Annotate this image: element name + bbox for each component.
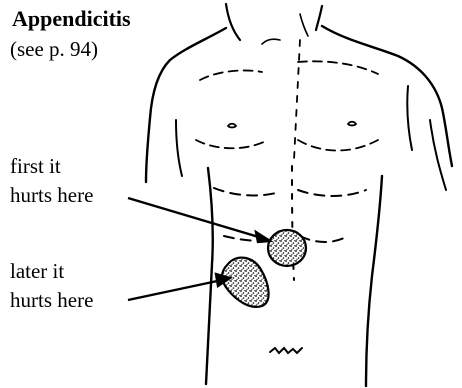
first-pain-spot (268, 230, 306, 266)
arrow-first-icon (128, 198, 270, 242)
first-pain-label-line1: first it (10, 153, 61, 179)
later-pain-label-line1: later it (10, 258, 64, 284)
page-reference: (see p. 94) (10, 36, 98, 62)
neck-outline (226, 4, 322, 44)
first-pain-label-line2: hurts here (10, 182, 93, 208)
nipples (228, 122, 356, 128)
lower-abdomen-marks (270, 348, 302, 353)
chest-contour (196, 40, 378, 160)
shoulders-outline (146, 26, 452, 190)
later-pain-spot (222, 258, 269, 307)
later-pain-label-line2: hurts here (10, 287, 93, 313)
arrow-later-icon (128, 274, 230, 300)
diagram-title: Appendicitis (12, 6, 131, 32)
